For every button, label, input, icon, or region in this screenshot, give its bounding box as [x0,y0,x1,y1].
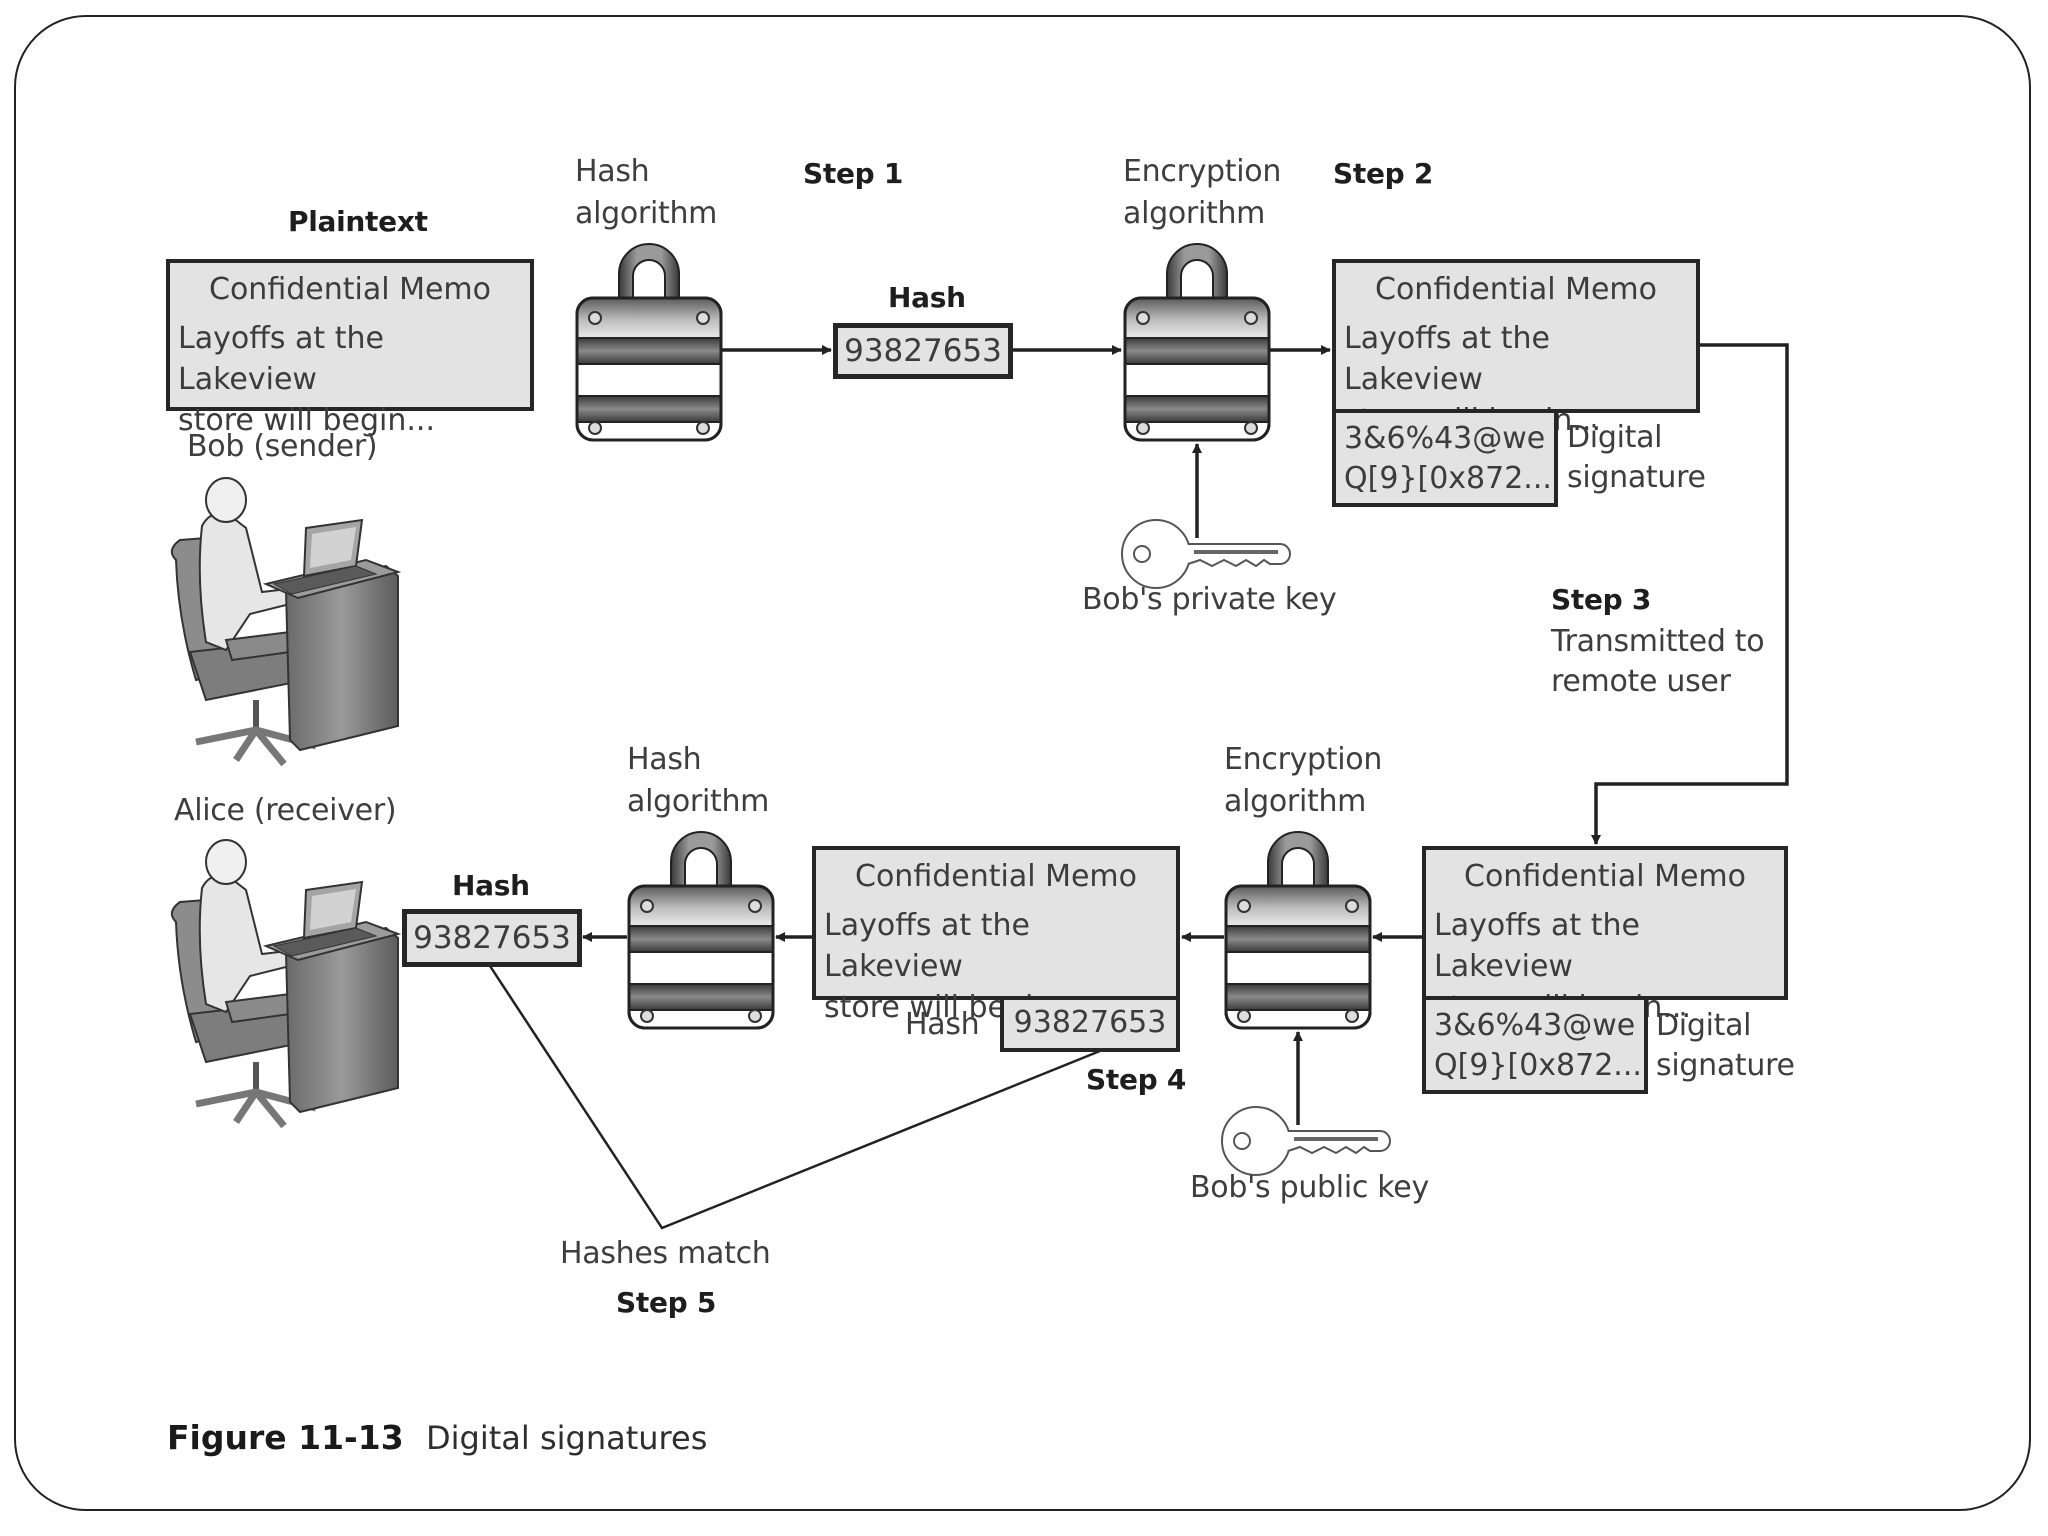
memo-line: Layoffs at the Lakeview [1344,321,1550,397]
hashes-match-label: Hashes match [560,1236,771,1271]
step2-label: Step 2 [1333,157,1434,190]
memo-title: Confidential Memo [209,272,491,307]
digital-signature-label: signature [1567,460,1706,495]
decrypted-memo: Confidential Memo Layoffs at the Lakevie… [812,846,1180,1025]
signature-line: Q[9}[0x872... [1434,1048,1642,1083]
public-key-label: Bob's public key [1190,1170,1429,1205]
memo-line: Layoffs at the Lakeview [824,908,1030,984]
memo-title: Confidential Memo [855,859,1137,894]
bob-label: Bob (sender) [187,429,378,464]
encryption-algorithm-label-receiver: Encryption [1224,742,1383,777]
decrypted-hash-box: 93827653 [1000,996,1180,1052]
received-signature-label: Digital [1656,1008,1752,1043]
signature-line: 3&6%43@we [1434,1008,1636,1043]
slide-frame [14,15,2031,1511]
public-key-icon [1220,1105,1392,1177]
hash-value-box: 93827653 [833,323,1013,379]
memo-line: Layoffs at the Lakeview [1434,908,1640,984]
signed-memo: Confidential Memo Layoffs at the Lakevie… [1332,259,1700,438]
step4-label: Step 4 [1086,1063,1187,1096]
step3-description: Transmitted to [1551,624,1765,659]
hash-algorithm-label-receiver: Hash [627,742,702,777]
computed-hash-box: 93827653 [402,909,582,967]
digital-signature-label: Digital [1567,420,1663,455]
encryption-algorithm-label: algorithm [1123,196,1266,231]
private-key-label: Bob's private key [1082,582,1337,617]
encryption-algorithm-lock-icon [1123,242,1271,442]
alice-person-icon [172,840,398,1126]
private-key-icon [1120,518,1292,590]
bob-person-icon [172,478,398,764]
transmit-connector [1591,343,1789,845]
figure-title: Digital signatures [426,1419,708,1457]
memo-title: Confidential Memo [1375,272,1657,307]
encryption-algorithm-label: Encryption [1123,154,1282,189]
signature-line: 3&6%43@we [1344,421,1546,456]
memo-title: Confidential Memo [1464,859,1746,894]
hash-algorithm-label: algorithm [575,196,718,231]
memo-line: store will begin... [178,403,435,438]
received-memo: Confidential Memo Layoffs at the Lakevie… [1422,846,1788,1025]
memo-line: Layoffs at the Lakeview [178,321,384,397]
hash-algorithm-label-receiver: algorithm [627,784,770,819]
hash-algorithm-label: Hash [575,154,650,189]
computed-hash-heading: Hash [452,869,530,902]
figure-number: Figure 11-13 [167,1418,404,1457]
hash-algorithm-lock-icon [575,242,723,442]
plaintext-memo: Confidential Memo Layoffs at the Lakevie… [166,259,534,438]
step3-description: remote user [1551,664,1731,699]
step1-label: Step 1 [803,157,904,190]
step5-label: Step 5 [616,1286,717,1319]
signature-line: Q[9}[0x872... [1344,461,1552,496]
plaintext-heading: Plaintext [288,205,428,238]
hash-algorithm-lock-icon-receiver [627,830,775,1030]
decrypted-hash-label: Hash [905,1007,980,1042]
alice-label: Alice (receiver) [174,793,397,828]
step3-label: Step 3 [1551,583,1652,616]
digital-signature-box: 3&6%43@we Q[9}[0x872... [1332,409,1558,507]
received-signature-label: signature [1656,1048,1795,1083]
hashes-match-lines [488,965,1101,1230]
encryption-algorithm-label-receiver: algorithm [1224,784,1367,819]
encryption-algorithm-lock-icon-receiver [1224,830,1372,1030]
hash-heading: Hash [888,281,966,314]
received-signature-box: 3&6%43@we Q[9}[0x872... [1422,996,1648,1094]
